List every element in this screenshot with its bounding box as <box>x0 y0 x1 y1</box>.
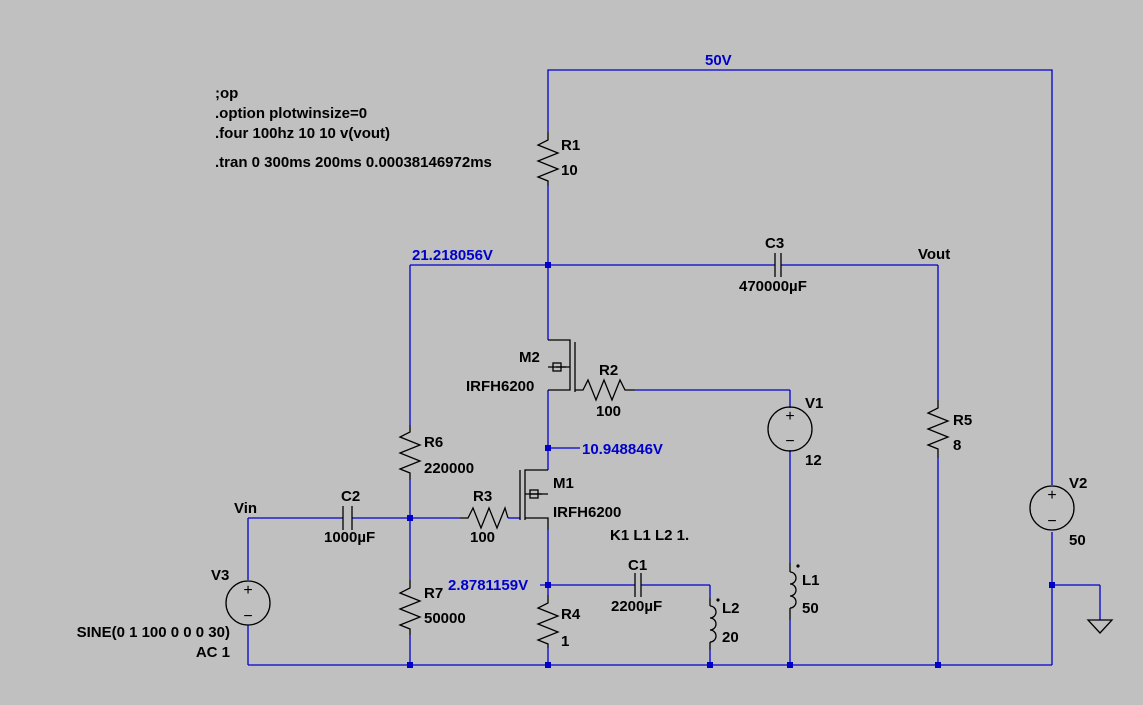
label-v3-name: V3 <box>211 567 229 584</box>
label-r6-name: R6 <box>424 434 443 451</box>
directive-coupling[interactable]: K1 L1 L2 1. <box>610 527 689 544</box>
resistor-r6[interactable] <box>398 425 422 480</box>
svg-text:+: + <box>785 408 794 425</box>
label-r4-name: R4 <box>561 606 581 623</box>
net-label-vout: Vout <box>918 246 950 263</box>
voltage-source-v1[interactable]: + − <box>767 406 813 452</box>
resistor-r5[interactable] <box>926 400 950 458</box>
label-m1-name: M1 <box>553 475 574 492</box>
mosfet-m2[interactable] <box>548 339 576 392</box>
label-r5-value: 8 <box>953 437 961 454</box>
directive-tran[interactable]: .tran 0 300ms 200ms 0.00038146972ms <box>215 154 492 171</box>
net-label-vmid: 10.948846V <box>582 441 663 458</box>
net-label-vsrc: 2.8781159V <box>448 577 528 594</box>
label-c1-name: C1 <box>628 557 647 574</box>
label-l1-name: L1 <box>802 572 820 589</box>
label-l2-value: 20 <box>722 629 739 646</box>
resistor-r7[interactable] <box>398 580 422 635</box>
label-v2-name: V2 <box>1069 475 1087 492</box>
directive-four[interactable]: .four 100hz 10 10 v(vout) <box>215 125 390 142</box>
svg-text:−: − <box>243 608 252 625</box>
label-c3-value: 470000µF <box>739 278 807 295</box>
svg-text:−: − <box>785 433 794 450</box>
label-v3-value2: AC 1 <box>196 644 230 661</box>
label-c2-name: C2 <box>341 488 360 505</box>
label-l1-value: 50 <box>802 600 819 617</box>
label-r2-value: 100 <box>596 403 621 420</box>
label-c3-name: C3 <box>765 235 784 252</box>
svg-text:+: + <box>243 582 252 599</box>
voltage-source-v3[interactable]: + − <box>225 580 271 626</box>
label-r3-name: R3 <box>473 488 492 505</box>
junction-dots <box>407 262 1055 668</box>
net-label-top: 50V <box>705 52 732 69</box>
voltage-source-v2[interactable]: + − <box>1029 485 1075 531</box>
svg-text:−: − <box>1047 513 1056 530</box>
label-r4-value: 1 <box>561 633 569 650</box>
ground-icon <box>1086 619 1114 634</box>
label-r1-name: R1 <box>561 137 580 154</box>
directive-op[interactable]: ;op <box>215 85 238 102</box>
label-l2-name: L2 <box>722 600 740 617</box>
label-r5-name: R5 <box>953 412 972 429</box>
capacitor-c1[interactable] <box>634 573 642 597</box>
resistor-r2[interactable] <box>575 378 635 402</box>
label-v1-value: 12 <box>805 452 822 469</box>
label-m2-name: M2 <box>519 349 540 366</box>
net-label-vdrain: 21.218056V <box>412 247 493 264</box>
directive-option[interactable]: .option plotwinsize=0 <box>215 105 367 122</box>
capacitor-c3[interactable] <box>774 253 782 277</box>
resistor-r3[interactable] <box>460 506 509 530</box>
capacitor-c2[interactable] <box>342 506 353 530</box>
resistor-r4[interactable] <box>536 595 560 648</box>
label-m1-value: IRFH6200 <box>553 504 621 521</box>
label-c2-value: 1000µF <box>324 529 375 546</box>
label-m2-value: IRFH6200 <box>466 378 534 395</box>
resistor-r1[interactable] <box>536 132 560 186</box>
label-v3-value1: SINE(0 1 100 0 0 0 30) <box>77 624 230 641</box>
svg-text:+: + <box>1047 487 1056 504</box>
inductor-l1[interactable] <box>789 563 800 620</box>
label-r1-value: 10 <box>561 162 578 179</box>
label-r6-value: 220000 <box>424 460 474 477</box>
label-c1-value: 2200µF <box>611 598 662 615</box>
label-r7-value: 50000 <box>424 610 466 627</box>
label-r2-name: R2 <box>599 362 618 379</box>
label-v2-value: 50 <box>1069 532 1086 549</box>
net-label-vin: Vin <box>234 500 257 517</box>
mosfet-m1[interactable] <box>519 469 549 530</box>
wires <box>247 69 1101 666</box>
inductor-l2[interactable] <box>709 598 720 650</box>
label-v1-name: V1 <box>805 395 823 412</box>
label-r7-name: R7 <box>424 585 443 602</box>
label-r3-value: 100 <box>470 529 495 546</box>
